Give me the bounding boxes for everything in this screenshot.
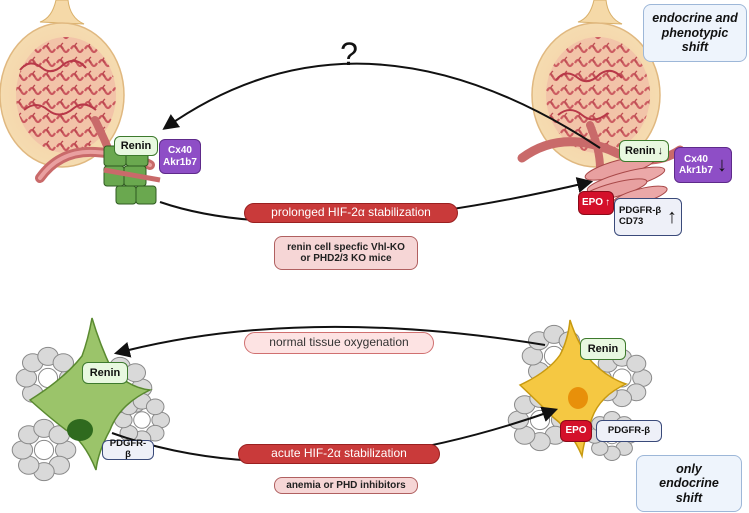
only-endocrine-shift-box: only endocrine shift (636, 455, 742, 512)
tubule-cross-section (11, 418, 77, 482)
marker-cx40: Cx40 (684, 153, 708, 165)
arrow-normal-oxygenation (113, 325, 546, 358)
marker-akr1b7: Akr1b7 (163, 156, 197, 168)
normal-oxygenation-label: normal tissue oxygenation (244, 332, 434, 354)
renin-tag-top-left: Renin (114, 136, 158, 156)
only-shift-line-1: only (676, 461, 702, 476)
mice-label-line-2: or PHD2/3 KO mice (300, 253, 392, 264)
renin-tag-bottom-right: Renin (580, 338, 626, 360)
epo-label: EPO (581, 197, 604, 209)
shift-line-3: shift (681, 40, 709, 55)
renin-cells-top-left (103, 145, 161, 205)
markers-down-arrow-icon: ↓ (717, 153, 727, 176)
endocrine-phenotypic-shift-box: endocrine and phenotypic shift (643, 4, 747, 62)
renin-tag-bottom-left: Renin (82, 362, 128, 384)
renin-label: Renin (624, 144, 656, 157)
pdgfr-tag-bottom-left: PDGFR-β (102, 438, 154, 460)
epo-tag-bottom-right: EPO (560, 420, 592, 442)
only-shift-line-3: shift (675, 490, 703, 505)
anemia-label: anemia or PHD inhibitors (274, 477, 418, 494)
epo-up-arrow-icon: ↑ (605, 197, 611, 209)
renin-tag-top-right: Renin ↓ (619, 140, 669, 162)
markers-tag-top-left: Cx40 Akr1b7 (159, 139, 201, 174)
arrow-question-return (162, 62, 601, 149)
mice-label: renin cell specfic Vhl-KO or PHD2/3 KO m… (274, 236, 418, 270)
mice-label-line-1: renin cell specfic Vhl-KO (287, 241, 405, 253)
pdgfr-up-arrow-icon: ↑ (667, 205, 677, 228)
prolonged-hif-label: prolonged HIF-2α stabilization (244, 203, 458, 223)
pdgfr-tag-top-right: PDGFR-β CD73 ↑ (614, 198, 682, 236)
markers-tag-top-right: Cx40 Akr1b7 ↓ (674, 147, 732, 183)
glomerulus-top-left (0, 0, 125, 168)
pericyte-green (28, 317, 153, 471)
pdgfr-tag-bottom-right: PDGFR-β (596, 420, 662, 442)
only-shift-line-2: endocrine (659, 476, 719, 491)
marker-pdgfr-beta: PDGFR-β (619, 205, 662, 217)
shift-line-1: endocrine and (652, 11, 738, 26)
question-mark: ? (340, 35, 358, 72)
marker-cx40: Cx40 (168, 145, 192, 156)
epo-tag-top-right: EPO ↑ (578, 191, 614, 215)
renin-down-arrow-icon: ↓ (657, 144, 664, 157)
shift-line-2: phenotypic (661, 25, 729, 40)
marker-cd73: CD73 (619, 216, 644, 227)
glomerulus-top-right (531, 0, 661, 168)
acute-hif-label: acute HIF-2α stabilization (238, 444, 440, 464)
marker-akr1b7: Akr1b7 (679, 165, 713, 176)
